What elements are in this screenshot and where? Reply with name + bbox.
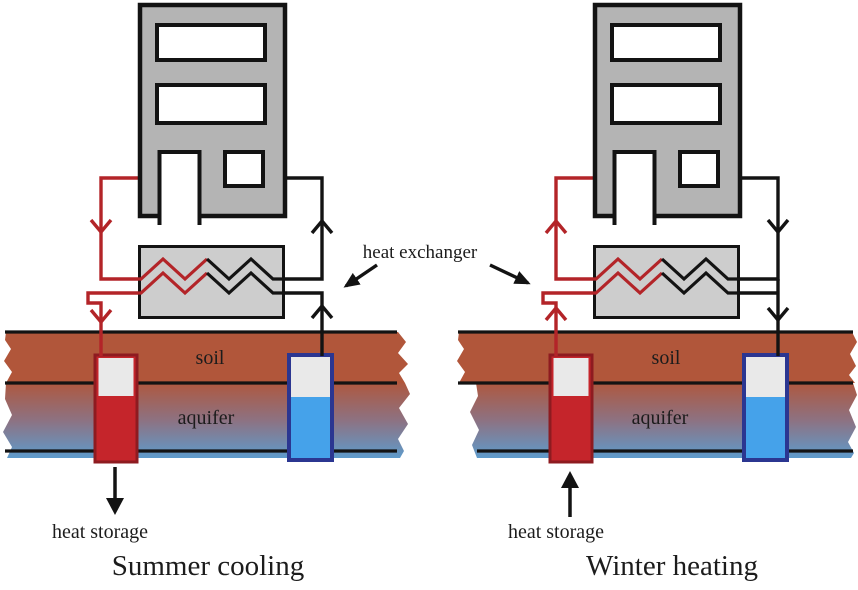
annotation-arrow-right <box>489 263 531 285</box>
cold-pipe-return <box>285 176 324 281</box>
arrowhead-icon <box>106 498 124 515</box>
window <box>223 150 265 188</box>
flow-arrow-down-icon <box>766 306 790 323</box>
cold-pipe-circuit <box>285 176 334 356</box>
window <box>155 23 267 62</box>
window <box>610 23 722 62</box>
heat-exchanger <box>593 245 740 319</box>
warm-pipe-supply <box>554 176 593 281</box>
coil-warm-side <box>138 256 209 282</box>
winter-heating-panel: soil aquifer heat storage Winter heating <box>457 2 857 582</box>
door-frame <box>612 150 657 225</box>
coil-warm-side <box>138 270 209 296</box>
annotation-arrow-left <box>343 263 378 288</box>
warm-well-head <box>553 358 589 396</box>
coil-cold-side <box>660 270 740 296</box>
window <box>610 83 722 125</box>
heat-storage-label: heat storage <box>508 521 604 543</box>
aquifer-label: aquifer <box>178 407 235 429</box>
building <box>137 2 288 226</box>
flow-arrow-up-icon <box>544 305 568 322</box>
warm-well-head <box>98 358 134 396</box>
heat-exchanger-label: heat exchanger <box>363 242 478 263</box>
window <box>678 150 720 188</box>
soil-label: soil <box>196 347 225 369</box>
coil-cold-side <box>660 256 740 282</box>
cold-well-head <box>291 357 330 397</box>
cold-well <box>287 353 334 462</box>
summer-cooling-panel: soil aquifer heat storage Summer cooling <box>3 2 410 582</box>
door <box>157 150 202 226</box>
coil-warm-side <box>593 270 664 296</box>
heat-exchanger-annotation: heat exchanger <box>343 242 531 288</box>
coil-warm-side <box>593 256 664 282</box>
panel-title: Summer cooling <box>112 550 305 582</box>
panel-title: Winter heating <box>586 550 758 582</box>
heat-exchanger <box>138 245 285 319</box>
coil-cold-side <box>205 270 285 296</box>
warm-pipe-to-well <box>541 291 593 356</box>
coil-cold-side <box>205 256 285 282</box>
cold-well-head <box>746 357 785 397</box>
aquifer-label: aquifer <box>632 407 689 429</box>
flow-arrow-up-icon <box>544 218 568 235</box>
arrowhead-icon <box>561 471 579 488</box>
warm-pipe-circuit <box>86 176 138 356</box>
door <box>612 150 657 226</box>
warm-pipe-circuit <box>541 176 593 356</box>
cold-pipe-circuit <box>740 176 790 356</box>
cold-pipe-return <box>740 176 780 281</box>
cold-well <box>742 353 789 462</box>
flow-arrow-up-icon <box>310 218 334 235</box>
cold-pipe-from-well <box>285 291 324 356</box>
heat-storage-label: heat storage <box>52 521 148 543</box>
flow-arrow-down-icon <box>89 308 113 325</box>
warm-pipe-supply <box>99 176 138 281</box>
warm-well <box>93 353 139 464</box>
building <box>592 2 743 226</box>
heat-storage-arrow-up <box>561 471 579 517</box>
flow-arrow-down-icon <box>766 218 790 235</box>
flow-arrow-up-icon <box>310 303 334 320</box>
flow-arrow-down-icon <box>89 218 113 235</box>
heat-storage-arrow-down <box>106 467 124 515</box>
warm-well <box>548 353 594 464</box>
window <box>155 83 267 125</box>
soil-label: soil <box>652 347 681 369</box>
door-frame <box>157 150 202 225</box>
